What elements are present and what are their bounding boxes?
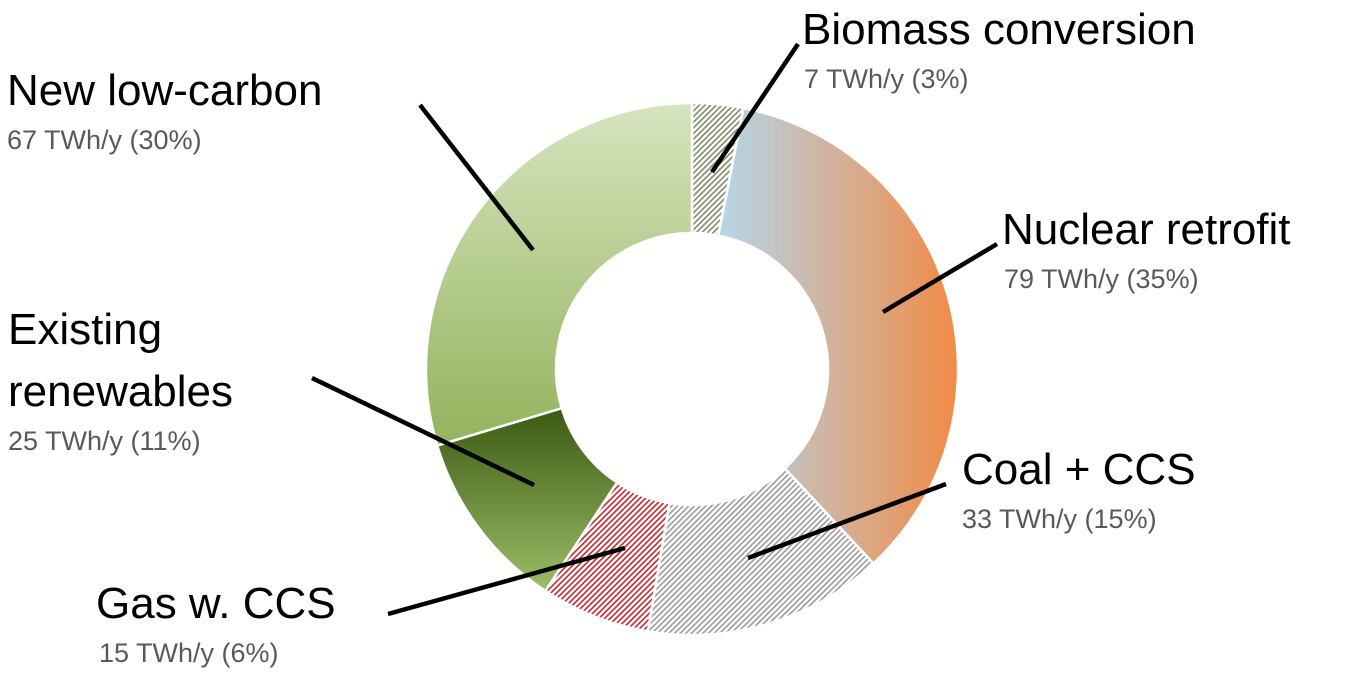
slice-new-low-carbon [424,101,694,448]
slice-nuclear-retrofit [716,106,960,566]
label-value-existing-renewables: 25 TWh/y (11%) [8,426,201,456]
label-value-nuclear-retrofit: 79 TWh/y (35%) [1004,264,1199,294]
label-name-gas-w-ccs: Gas w. CCS [96,579,336,628]
leader-lines [311,42,999,617]
label-value-biomass-conversion: 7 TWh/y (3%) [804,64,969,94]
leader-line-nuclear-retrofit [881,242,999,314]
leader-line-gas-w-ccs [387,545,626,617]
leader-line-coal-ccs [747,481,947,561]
label-name-biomass-conversion: Biomass conversion [802,5,1196,54]
leader-line-new-low-carbon [418,103,535,252]
leader-line-existing-renewables [311,375,535,488]
label-value-new-low-carbon: 67 TWh/y (30%) [7,125,202,155]
slice-labels: Biomass conversion 7 TWh/y (3%) Nuclear re… [7,5,1291,668]
label-name-coal-ccs: Coal + CCS [962,445,1196,494]
label-name-nuclear-retrofit: Nuclear retrofit [1002,205,1291,254]
label-name-new-low-carbon: New low-carbon [7,66,322,115]
label-value-coal-ccs: 33 TWh/y (15%) [962,504,1157,534]
leader-line-biomass-conversion [710,42,800,174]
label-value-gas-w-ccs: 15 TWh/y (6%) [99,638,279,668]
slices-layer [424,101,960,637]
